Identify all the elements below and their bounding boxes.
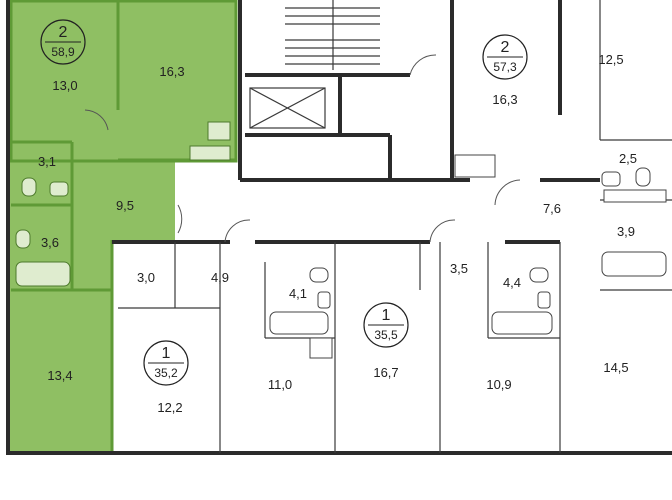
room-area: 3,0 bbox=[137, 270, 155, 285]
highlighted-apartment[interactable] bbox=[9, 0, 238, 452]
room-area: 3,9 bbox=[617, 224, 635, 239]
room-area: 13,4 bbox=[47, 368, 72, 383]
kitchen-stove-icon bbox=[189, 145, 231, 161]
room-area: 14,5 bbox=[603, 360, 628, 375]
sink-icon bbox=[207, 121, 231, 141]
room-area: 3,1 bbox=[38, 154, 56, 169]
apartment-badge bbox=[482, 34, 528, 80]
elevator-cross bbox=[249, 87, 326, 129]
kitchen-stove-icon bbox=[603, 189, 667, 203]
apartment-rooms: 1 bbox=[382, 307, 391, 324]
apartment-badge bbox=[143, 340, 189, 386]
apartment-rooms: 1 bbox=[162, 345, 171, 362]
apartment-area: 58,9 bbox=[51, 45, 75, 59]
apartment-labels: 4,1 11,0 bbox=[268, 286, 307, 392]
apartment-labels: 1 35,5 16,7 bbox=[363, 302, 409, 380]
toilet-icon bbox=[15, 229, 31, 249]
apartment-labels: 3,0 4,9 1 35,2 12,2 bbox=[137, 270, 229, 415]
apartment-labels: 3,5 4,4 10,9 bbox=[450, 261, 521, 392]
apartment-fill bbox=[10, 0, 236, 160]
room-area: 2,5 bbox=[619, 151, 637, 166]
apartment-area: 57,3 bbox=[493, 60, 517, 74]
stairs-icon bbox=[285, 0, 380, 70]
toilet-icon bbox=[21, 177, 37, 197]
bathtub-icon bbox=[269, 311, 329, 335]
room-area: 3,5 bbox=[450, 261, 468, 276]
building-walls bbox=[6, 0, 672, 455]
room-area: 7,6 bbox=[543, 201, 561, 216]
door-arc bbox=[429, 219, 456, 243]
room-area: 16,3 bbox=[159, 64, 184, 79]
sink-icon bbox=[317, 291, 331, 309]
apartment-area: 35,2 bbox=[154, 366, 178, 380]
elevator-shaft bbox=[249, 87, 326, 129]
toilet-icon bbox=[635, 167, 651, 187]
room-area: 3,6 bbox=[41, 235, 59, 250]
door-arc bbox=[177, 204, 183, 234]
highlighted-apartment-labels: 2 58,9 13,0 16,3 3,1 9,5 3,6 13,4 bbox=[38, 19, 185, 383]
sink-icon bbox=[49, 181, 69, 197]
kitchen-stove-icon bbox=[454, 154, 496, 178]
door-arc bbox=[224, 219, 251, 243]
bathtub-icon bbox=[491, 311, 553, 335]
room-area: 13,0 bbox=[52, 78, 77, 93]
apartment-badge bbox=[40, 19, 86, 65]
toilet-icon bbox=[529, 267, 549, 283]
sink-icon bbox=[537, 291, 551, 309]
apartment-fill bbox=[10, 160, 175, 240]
room-area: 12,2 bbox=[157, 400, 182, 415]
room-area: 4,4 bbox=[503, 275, 521, 290]
apartment-labels: 2 57,3 16,3 12,5 2,5 7,6 3,9 14,5 bbox=[482, 34, 637, 375]
apartment-badge bbox=[363, 302, 409, 348]
apartment-area: 35,5 bbox=[374, 328, 398, 342]
bathtub-icon bbox=[601, 251, 667, 277]
elevator-icon bbox=[249, 87, 326, 129]
room-area: 4,1 bbox=[289, 286, 307, 301]
door-arc bbox=[84, 109, 109, 131]
room-area: 16,7 bbox=[373, 365, 398, 380]
apartment-rooms: 2 bbox=[501, 39, 510, 56]
sink-icon bbox=[601, 171, 621, 187]
bathtub-icon bbox=[15, 261, 71, 287]
room-area: 4,9 bbox=[211, 270, 229, 285]
room-area: 12,5 bbox=[598, 52, 623, 67]
room-area: 16,3 bbox=[492, 92, 517, 107]
room-area: 9,5 bbox=[116, 198, 134, 213]
toilet-icon bbox=[309, 267, 329, 283]
apartment-rooms: 2 bbox=[59, 24, 68, 41]
room-area: 11,0 bbox=[268, 377, 292, 392]
kitchen-stove-icon bbox=[309, 337, 333, 359]
room-area: 10,9 bbox=[486, 377, 511, 392]
door-arc bbox=[494, 179, 521, 206]
door-arc bbox=[409, 54, 437, 76]
